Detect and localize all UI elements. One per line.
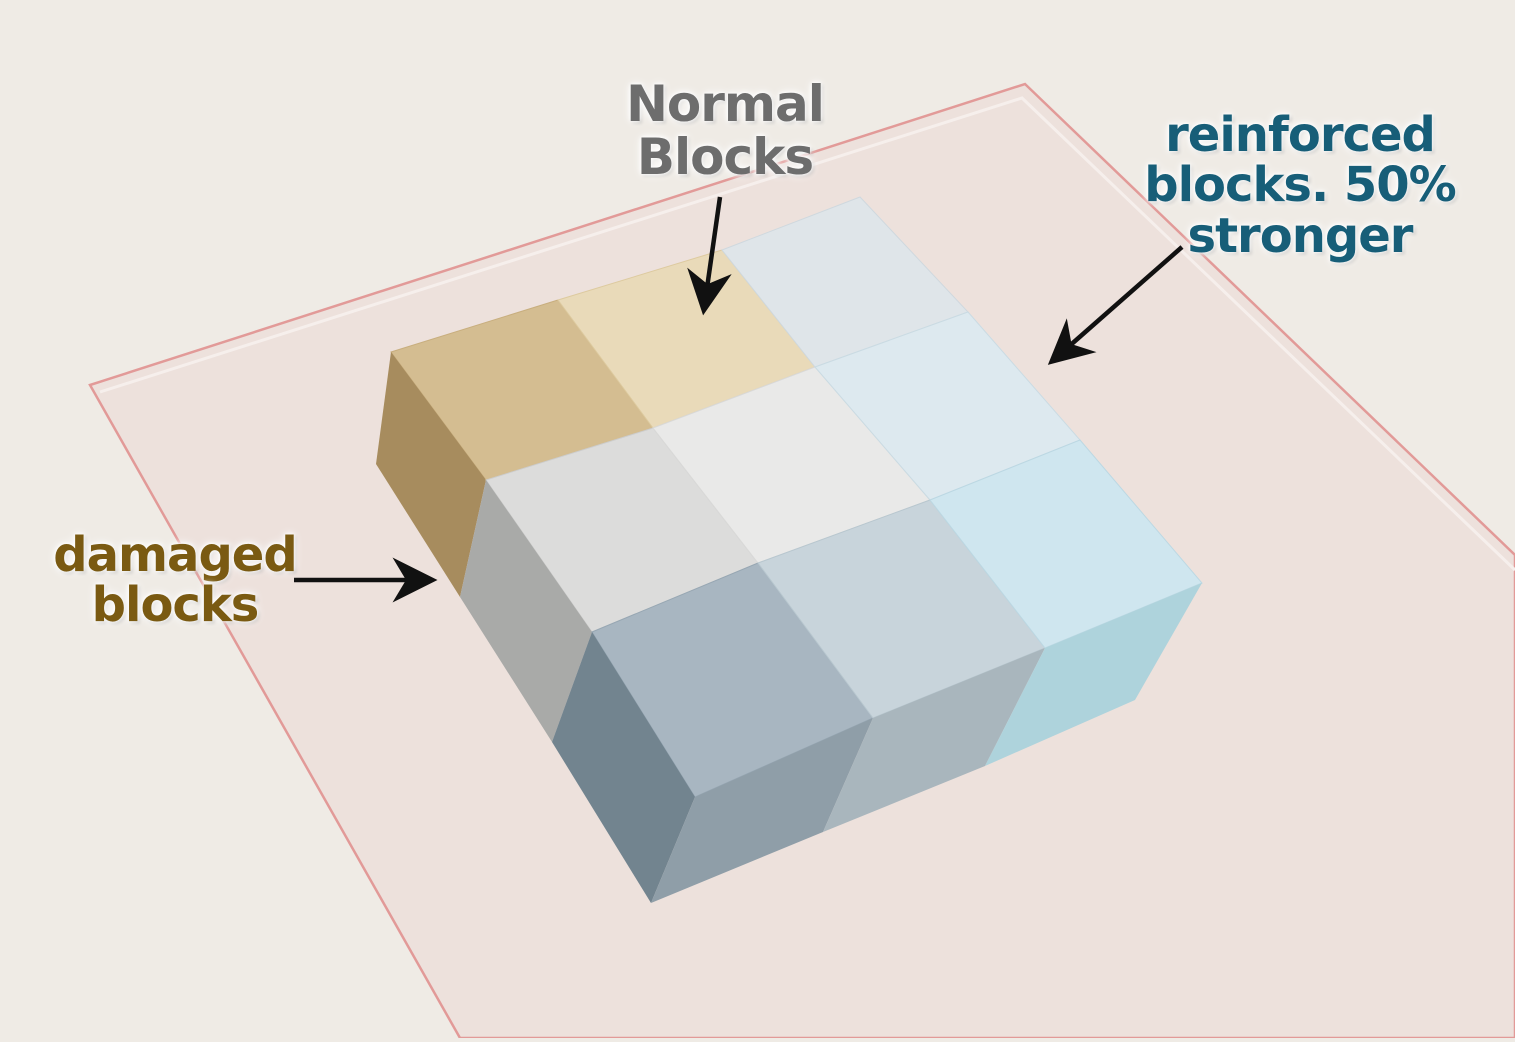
label-normal-line2: Blocks: [636, 127, 814, 186]
base-plate-inner-edge: [99, 96, 1515, 572]
label-reinforced-blocks: reinforced blocks. 50% stronger: [1140, 107, 1460, 264]
label-normal-line1: Normal: [626, 75, 825, 133]
arrow-normal-blocks: [687, 196, 732, 316]
label-reinforced-line3: stronger: [1187, 207, 1414, 264]
arrow-reinforced-blocks: [1047, 245, 1184, 365]
steel-block-front-left: [552, 562, 874, 903]
reinforced-block-front-right: [929, 439, 1203, 766]
label-damaged-line1: damaged: [53, 527, 297, 583]
label-normal-blocks: Normal Blocks: [600, 78, 850, 183]
label-reinforced-line1: reinforced: [1165, 107, 1436, 163]
label-damaged-blocks: damaged blocks: [45, 530, 305, 631]
damaged-block: [376, 299, 654, 597]
label-reinforced-line2: blocks. 50%: [1144, 157, 1457, 214]
label-damaged-line2: blocks: [91, 577, 260, 634]
